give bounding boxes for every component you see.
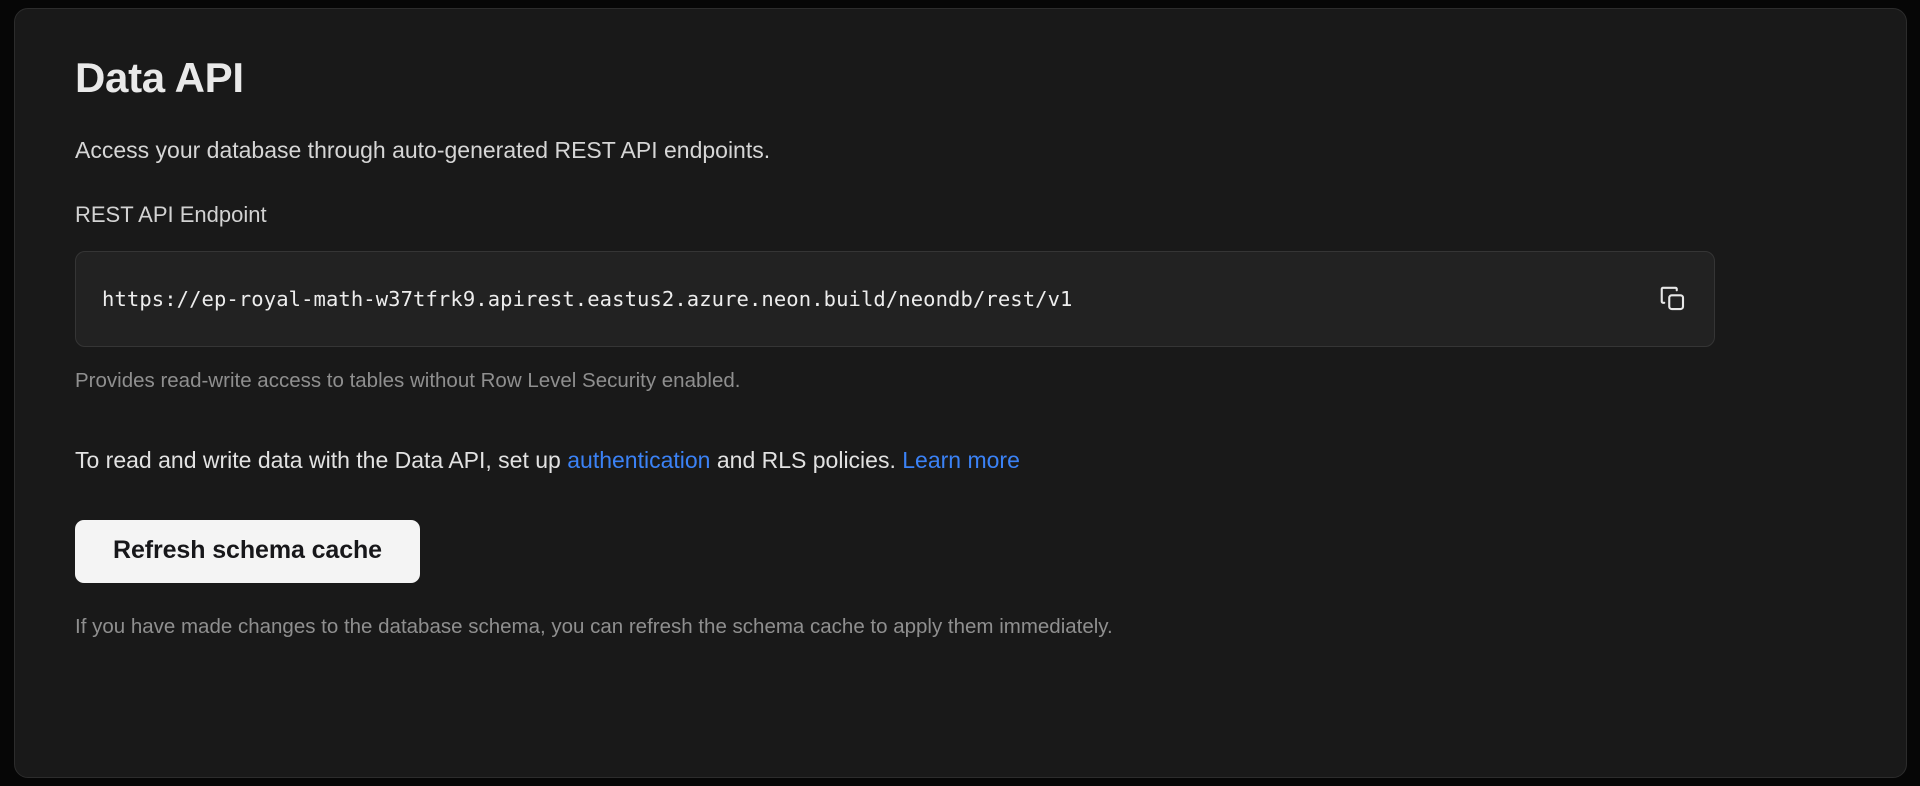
- info-text-before-link: To read and write data with the Data API…: [75, 447, 568, 474]
- refresh-schema-cache-note: If you have made changes to the database…: [75, 615, 1113, 639]
- info-text-between-links: and RLS policies.: [710, 447, 903, 474]
- data-api-card: Data API Access your database through au…: [14, 8, 1907, 778]
- authentication-link[interactable]: authentication: [567, 447, 711, 474]
- card-description: Access your database through auto-genera…: [75, 137, 771, 164]
- rest-api-endpoint-field[interactable]: [75, 251, 1715, 348]
- rls-info-paragraph: To read and write data with the Data API…: [75, 445, 1906, 476]
- page-title: Data API: [75, 54, 244, 101]
- copy-endpoint-button[interactable]: [1654, 280, 1692, 318]
- copy-icon: [1658, 284, 1688, 314]
- learn-more-link[interactable]: Learn more: [902, 447, 1020, 474]
- rest-api-endpoint-label: REST API Endpoint: [75, 202, 267, 228]
- rest-api-endpoint-hint: Provides read-write access to tables wit…: [75, 369, 741, 393]
- refresh-schema-cache-button[interactable]: Refresh schema cache: [75, 520, 420, 584]
- rest-api-endpoint-input[interactable]: [102, 287, 1640, 312]
